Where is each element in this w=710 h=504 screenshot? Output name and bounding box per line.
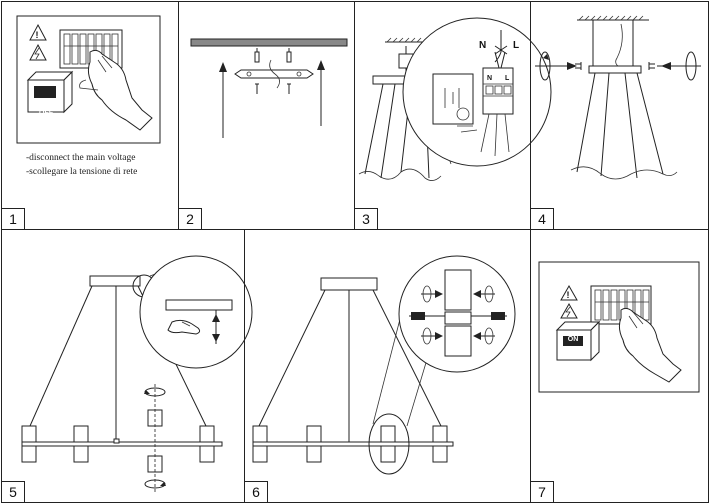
ceiling xyxy=(385,37,428,43)
step-7-illustration: ! xyxy=(538,261,700,393)
hand-icon xyxy=(87,49,153,131)
on-switch-label: ON xyxy=(567,336,579,343)
terminal-label-neutral: N xyxy=(479,40,487,51)
wall-plug-icon xyxy=(254,48,260,63)
step-number: 4 xyxy=(531,208,554,229)
step-number: 5 xyxy=(2,481,25,502)
light-shade xyxy=(380,425,396,463)
lamp-bar xyxy=(252,441,454,447)
warning-icon: ! xyxy=(29,23,47,41)
screw-icon xyxy=(575,62,582,70)
step-number: 2 xyxy=(179,208,202,229)
step-5-illustration xyxy=(21,255,253,492)
step-3-illustration xyxy=(358,17,552,181)
suspension-cable xyxy=(258,289,442,444)
canopy xyxy=(588,65,642,74)
lamp-bar xyxy=(21,438,223,447)
off-switch-label: OFF xyxy=(39,110,53,117)
lightning-warning-icon xyxy=(29,43,47,61)
off-switch xyxy=(26,70,74,114)
screw-icon xyxy=(648,62,655,70)
step-number: 3 xyxy=(355,208,378,229)
suspension-cable xyxy=(592,20,634,69)
caption-italian: -scollegare la tensione di rete xyxy=(26,167,138,177)
screw-icon xyxy=(287,83,291,94)
magnified-detail xyxy=(402,17,552,167)
mounting-bracket xyxy=(234,59,314,89)
step-6-panel: 6 xyxy=(244,229,531,503)
warning-icon: ! xyxy=(560,284,578,301)
lightning-warning-icon xyxy=(560,302,578,319)
svg-text:!: ! xyxy=(36,30,39,40)
step-2-illustration xyxy=(190,38,348,138)
lamp-body xyxy=(358,83,442,181)
step-number: 1 xyxy=(2,208,25,229)
magnified-detail xyxy=(139,255,253,369)
step-4-illustration xyxy=(535,15,701,180)
on-switch xyxy=(555,320,601,362)
hand-icon xyxy=(618,307,682,383)
rotation-arrow-icon xyxy=(144,387,166,397)
step-number: 7 xyxy=(531,481,554,502)
step-5-panel: 5 xyxy=(1,229,253,503)
up-arrow-icon xyxy=(219,62,227,138)
caption-english: -disconnect the main voltage xyxy=(26,153,136,163)
light-shade xyxy=(199,425,215,463)
ceiling xyxy=(577,15,649,21)
block-label-neutral: N xyxy=(487,75,493,82)
light-shade xyxy=(21,425,37,463)
canopy xyxy=(320,277,378,291)
light-shade xyxy=(252,425,268,463)
light-shade xyxy=(73,425,89,463)
step-7-panel: ! xyxy=(530,229,709,503)
pointing-finger xyxy=(79,79,99,91)
block-label-live: L xyxy=(505,75,510,82)
magnified-detail xyxy=(398,255,516,373)
rotation-arrow-icon xyxy=(657,51,701,81)
svg-text:!: ! xyxy=(567,290,570,300)
rotation-arrow-icon xyxy=(535,51,571,81)
step-6-illustration xyxy=(252,255,516,475)
terminal-label-live: L xyxy=(513,40,520,51)
step-number: 6 xyxy=(245,481,268,502)
wall-plug-icon xyxy=(286,48,292,63)
step-3-panel: N L N L 3 xyxy=(354,1,552,230)
screw-icon xyxy=(255,83,259,94)
up-arrow-icon xyxy=(317,60,325,126)
step-2-panel: 2 xyxy=(178,1,355,230)
ceiling xyxy=(190,38,348,47)
step-1-illustration: ! xyxy=(16,15,161,144)
light-shade xyxy=(432,425,448,463)
light-shade xyxy=(306,425,322,463)
rotation-arrow-icon xyxy=(144,479,166,489)
light-shade xyxy=(147,384,163,492)
step-1-panel: ! xyxy=(1,1,179,230)
canopy xyxy=(89,275,141,287)
lamp-body xyxy=(570,72,678,180)
step-4-panel: 4 xyxy=(530,1,709,230)
